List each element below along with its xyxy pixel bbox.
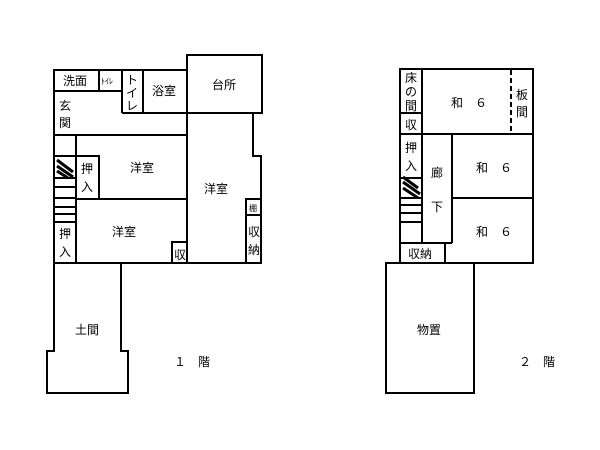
label-storage-right-2: 納 — [248, 243, 260, 257]
label-doma: 土間 — [75, 323, 99, 337]
label-itama-1: 板 — [516, 88, 528, 102]
label-closet-upper-2: 入 — [81, 180, 93, 194]
room-doma — [46, 263, 129, 394]
room-monooki — [385, 262, 475, 394]
label-toilet-1: ト — [126, 73, 138, 87]
label-washitsu-low: 和 ６ — [476, 225, 512, 239]
label-monooki: 物置 — [417, 323, 441, 337]
floor-2-label: ２ 階 — [519, 354, 555, 369]
label-western-room-upper: 洋室 — [130, 160, 154, 175]
label-storage-2f: 収 — [405, 118, 417, 132]
room-storage-right — [245, 214, 262, 264]
label-washitsu-mid: 和 ６ — [476, 161, 512, 175]
label-kitchen: 台所 — [212, 77, 236, 92]
label-western-room-right: 洋室 — [204, 181, 228, 196]
label-shuno-2f: 収納 — [408, 247, 432, 261]
label-tokonoma-3: 間 — [405, 99, 417, 113]
label-roka-1: 廊 — [431, 165, 443, 180]
room-kitchen — [186, 54, 263, 114]
label-storage-small: 収 — [174, 248, 186, 262]
floor-1-plan: 洗面 ﾄｲﾚ ト イ レ 浴室 台所 玄 関 洋室 押 入 洋室 洋室 押 入 … — [46, 54, 263, 394]
floor-2-plan: 床 の 間 収 和 ６ 板 間 押 入 廊 下 和 ６ 和 ６ 収納 物置 ２ … — [385, 68, 555, 394]
label-washitsu-top: 和 ６ — [451, 96, 487, 110]
label-senmen: 洗面 — [63, 74, 87, 88]
label-bath: 浴室 — [152, 83, 176, 98]
stairs-floor-2 — [400, 175, 422, 223]
label-itama-2: 間 — [516, 105, 528, 119]
label-closet-2f-2: 入 — [405, 159, 417, 173]
label-western-room-lower: 洋室 — [112, 224, 136, 239]
label-shelf: 棚 — [249, 203, 257, 213]
label-closet-2f-1: 押 — [405, 141, 417, 155]
label-storage-right-1: 収 — [248, 225, 260, 239]
label-closet-upper-1: 押 — [81, 162, 93, 176]
label-genkan-1: 玄 — [59, 98, 71, 113]
label-closet-lower-2: 入 — [59, 245, 71, 259]
label-toilet-2: イ — [126, 86, 138, 100]
room-storage-small — [171, 241, 188, 264]
label-roka-2: 下 — [431, 200, 443, 214]
label-tokonoma-1: 床 — [405, 71, 417, 85]
label-genkan-2: 関 — [59, 116, 71, 130]
label-toilet-small: ﾄｲﾚ — [101, 77, 113, 86]
label-closet-lower-1: 押 — [59, 227, 71, 241]
floor-1-label: １ 階 — [174, 354, 210, 369]
stairs-floor-1 — [54, 155, 76, 223]
label-tokonoma-2: の — [405, 85, 417, 99]
label-toilet-3: レ — [126, 99, 138, 113]
